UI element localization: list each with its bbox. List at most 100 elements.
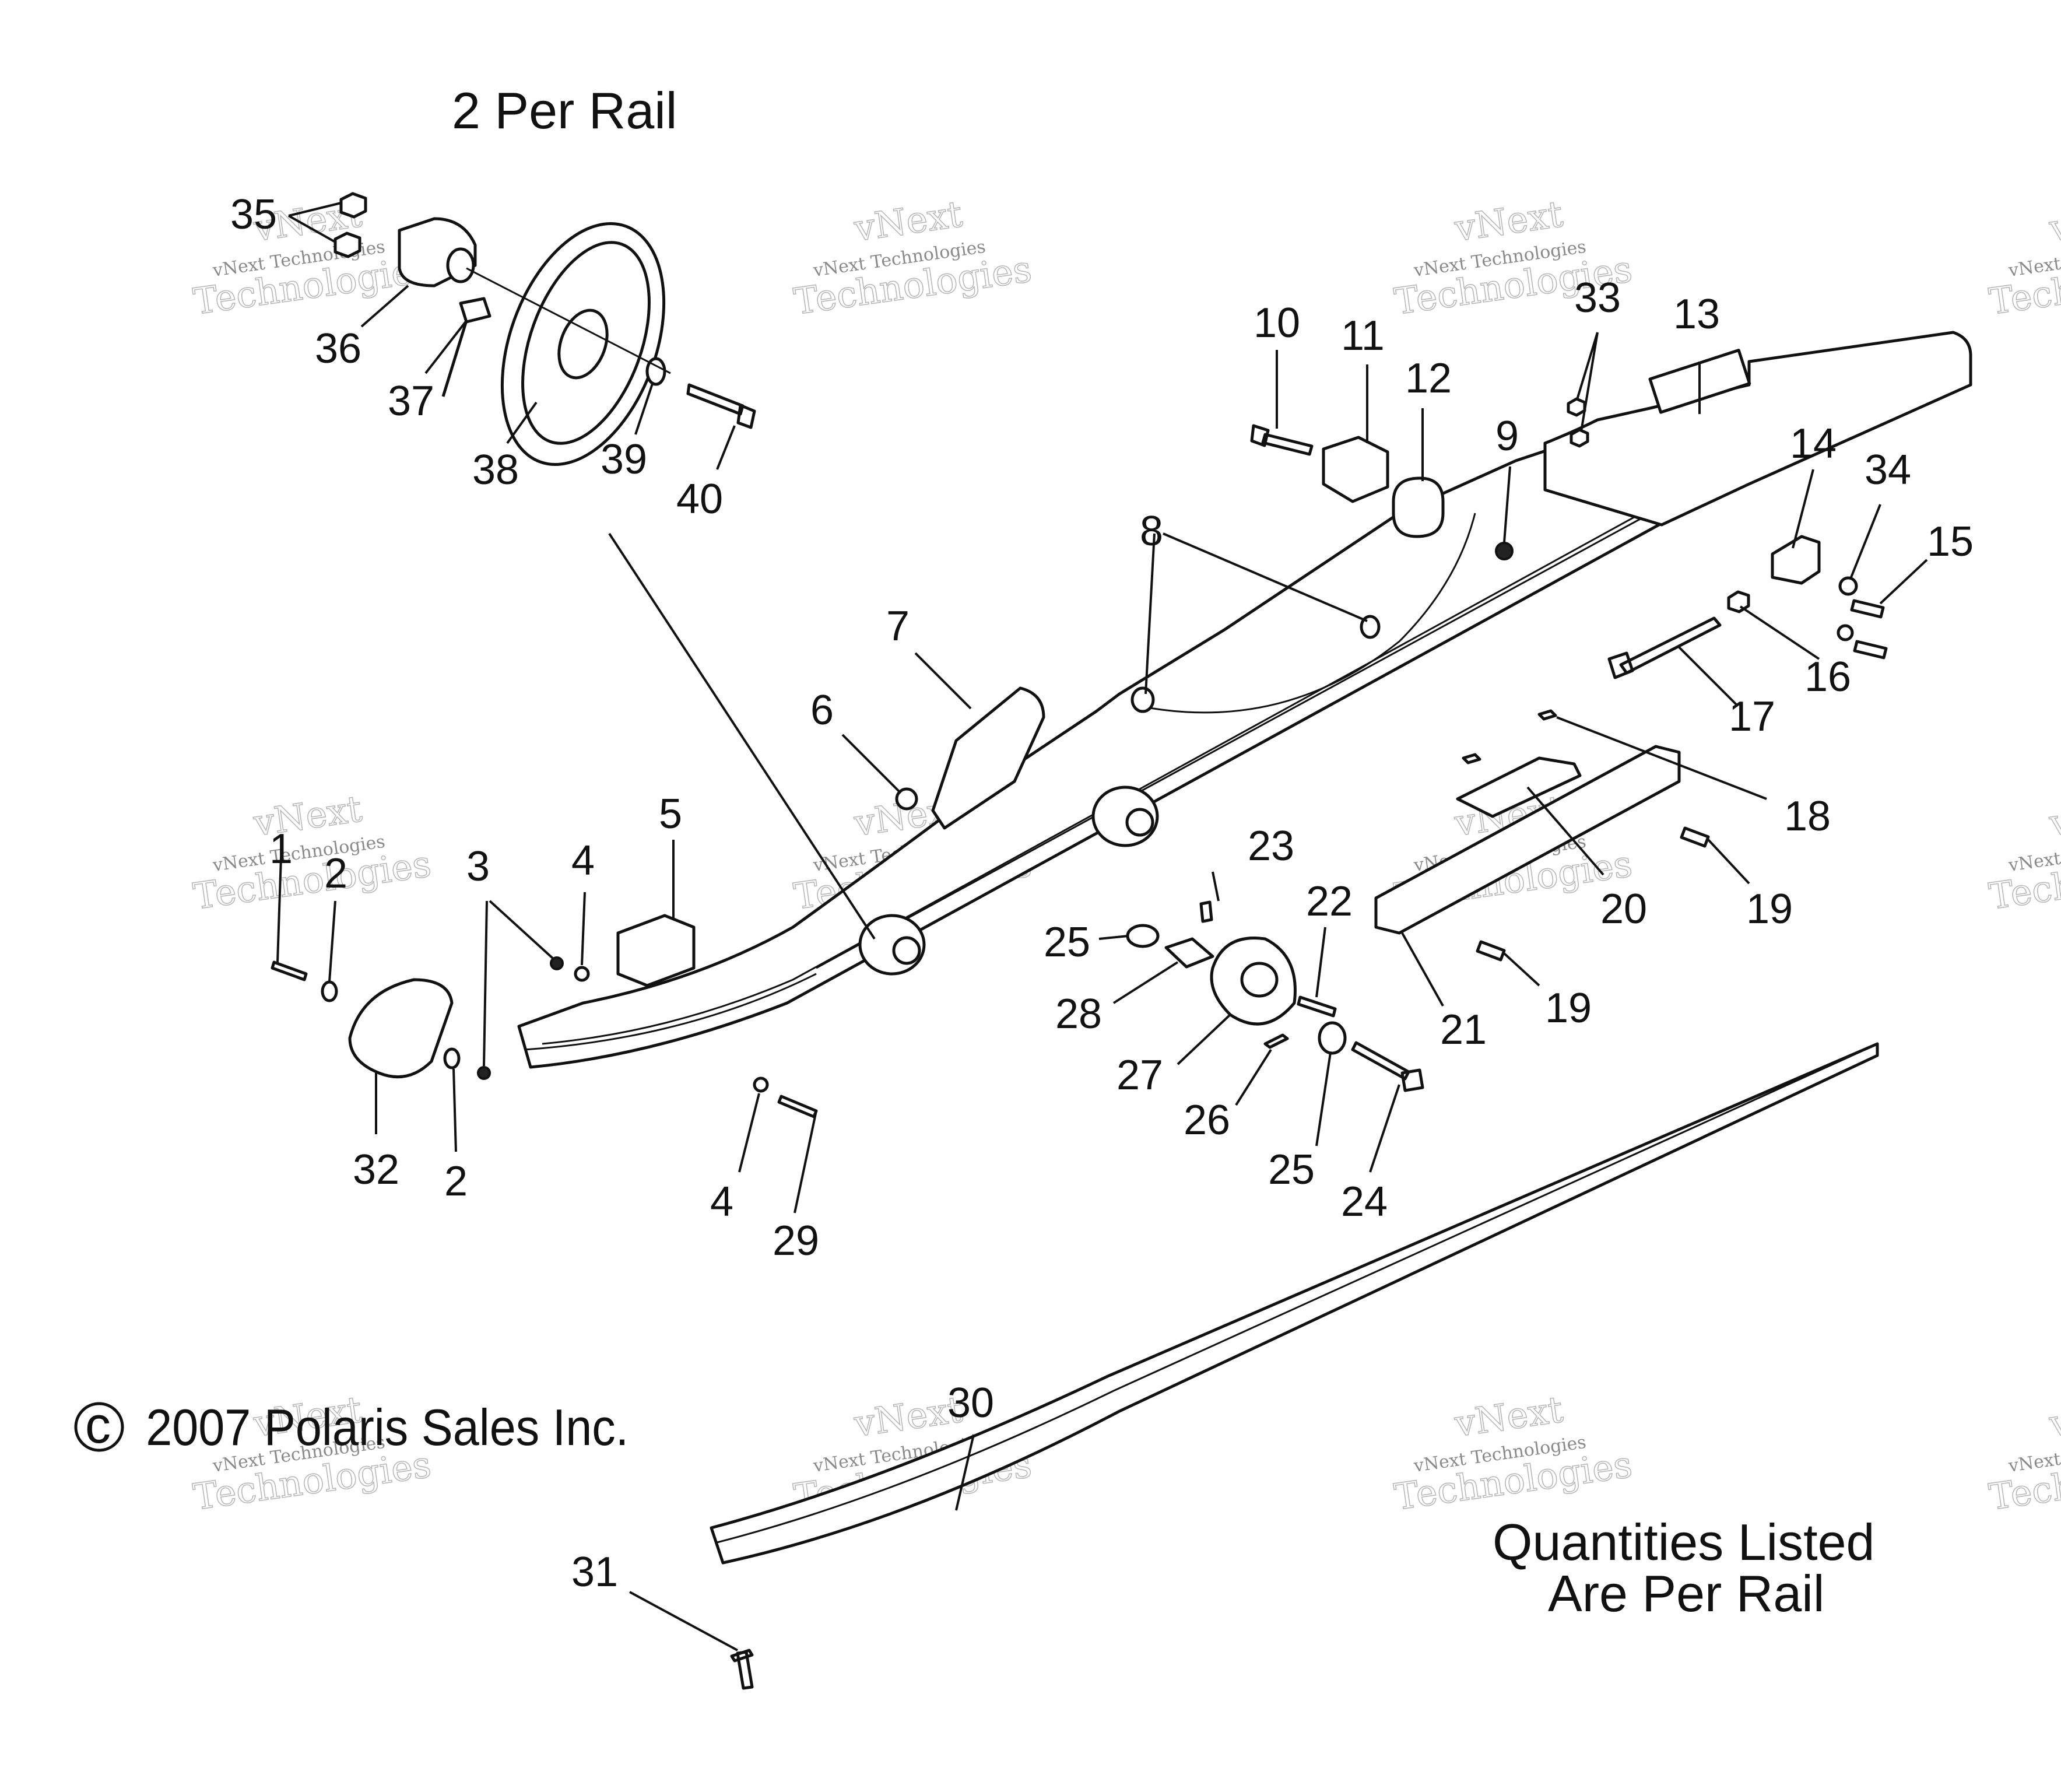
- callout-16: 16: [1804, 654, 1851, 700]
- callout-7: 7: [886, 603, 910, 650]
- callout-17: 17: [1729, 693, 1775, 740]
- leader-7: [914, 652, 972, 710]
- callout-24: 24: [1341, 1179, 1388, 1225]
- quantities-line-2: Are Per Rail: [1548, 1565, 1824, 1622]
- watermark-4: vNext vNext Technologies Technologies: [1986, 192, 2061, 323]
- callout-10: 10: [1254, 300, 1300, 346]
- watermark-11: vNext vNext Technologies Technologies: [1391, 1387, 1635, 1519]
- leader-24: [1369, 1084, 1400, 1173]
- nut-35a: [339, 192, 367, 219]
- rivet-31: [730, 1649, 754, 1690]
- callout-26: 26: [1184, 1097, 1230, 1144]
- bolt-22: [1297, 995, 1337, 1018]
- watermark-2: vNext vNext Technologies Technologies: [791, 192, 1034, 323]
- callout-25a: 25: [1044, 919, 1090, 966]
- roller-front-hub: [892, 936, 921, 965]
- roller-mid-hub: [1125, 808, 1154, 837]
- callout-28: 28: [1055, 991, 1102, 1037]
- rail-hardware: [895, 397, 1888, 811]
- cushion-11: [1322, 436, 1389, 503]
- bolt-19b: [1476, 940, 1506, 962]
- callout-15: 15: [1927, 518, 1974, 565]
- front-tube-5: [616, 914, 696, 987]
- callout-11: 11: [1341, 313, 1385, 359]
- nut-3b: [477, 1066, 491, 1080]
- bolt-37: [441, 297, 491, 397]
- leader-39: [634, 381, 654, 435]
- callout-18: 18: [1784, 793, 1831, 840]
- copyright-symbol: c: [85, 1396, 111, 1454]
- callout-1: 1: [269, 826, 293, 872]
- leader-28: [1112, 961, 1179, 1004]
- leader-lines: [276, 202, 1928, 1651]
- callout-38: 38: [472, 447, 519, 493]
- washer-25a: [1126, 924, 1160, 948]
- callout-6: 6: [810, 687, 834, 734]
- watermark-8: vNext vNext Technologies Technologies: [1986, 787, 2061, 918]
- washer-8a: [1130, 686, 1155, 713]
- rail-rollers: [858, 785, 1159, 976]
- leader-33b: [1580, 332, 1599, 432]
- watermark-1: vNext vNext Technologies Technologies: [190, 192, 434, 323]
- washer-2a: [321, 980, 338, 1002]
- leader-3b: [483, 900, 488, 1067]
- bolt-10: [1250, 424, 1314, 456]
- axle-block-hole: [446, 247, 475, 283]
- nut-35b: [333, 232, 361, 258]
- slide-30: [710, 1042, 1879, 1565]
- rivet-18a: [1537, 709, 1557, 721]
- slide-bracket-21: [1374, 745, 1681, 935]
- bolt-40: [686, 383, 756, 429]
- leader-3a: [489, 900, 555, 960]
- rail-rear-plate-13: [1543, 331, 1972, 527]
- callout-8: 8: [1140, 508, 1163, 555]
- pin-23: [1199, 900, 1213, 923]
- nut-6: [895, 787, 918, 811]
- washer-39: [645, 357, 666, 386]
- nut-33b: [1570, 428, 1589, 448]
- rear-cable: [1136, 513, 1476, 714]
- callout-4b: 4: [710, 1179, 733, 1225]
- nut-33a: [1567, 397, 1586, 417]
- watermark-5: vNext vNext Technologies Technologies: [190, 787, 434, 918]
- leader-4a: [581, 892, 586, 966]
- spacer-12: [1392, 476, 1445, 538]
- leader-2a: [328, 900, 336, 982]
- leader-25a: [1098, 935, 1129, 940]
- callout-40: 40: [676, 476, 723, 522]
- leader-34: [1850, 504, 1881, 578]
- washer-15: [1837, 624, 1854, 641]
- pivot-27-hub: [1240, 962, 1279, 998]
- leader-20: [1526, 786, 1604, 876]
- bolt-24: [1351, 1041, 1424, 1092]
- callout-19a: 19: [1746, 886, 1793, 932]
- wheel-38-hub: [557, 308, 609, 380]
- washer-34: [1838, 576, 1858, 596]
- leader-9: [1503, 466, 1511, 543]
- leader-1: [276, 857, 282, 963]
- callout-2a: 2: [324, 850, 347, 897]
- bolt-19a: [1680, 826, 1710, 848]
- callout-14: 14: [1790, 420, 1837, 467]
- leader-36: [360, 285, 409, 328]
- washer-4a: [574, 966, 590, 982]
- slide-30-group: [710, 1042, 1879, 1690]
- callout-30: 30: [947, 1380, 994, 1426]
- callout-31: 31: [571, 1549, 618, 1595]
- leader-21: [1401, 932, 1444, 1007]
- leader-15: [1879, 559, 1928, 605]
- callout-34: 34: [1865, 447, 1911, 493]
- rail-main: [517, 401, 1710, 1069]
- callout-13: 13: [1673, 291, 1720, 338]
- leader-wheel-rail: [608, 532, 876, 940]
- leader-27: [1177, 1014, 1231, 1065]
- callout-29: 29: [773, 1218, 819, 1264]
- slide-30-groove: [717, 1046, 1872, 1544]
- leader-8a: [1144, 533, 1156, 695]
- callout-23: 23: [1248, 823, 1294, 869]
- slide-bracket: [1374, 709, 1710, 962]
- copyright-circle: [74, 1402, 124, 1452]
- copyright-text: 2007 Polaris Sales Inc.: [146, 1398, 629, 1456]
- washer-4b: [753, 1076, 769, 1093]
- front-hardware: [271, 956, 818, 1118]
